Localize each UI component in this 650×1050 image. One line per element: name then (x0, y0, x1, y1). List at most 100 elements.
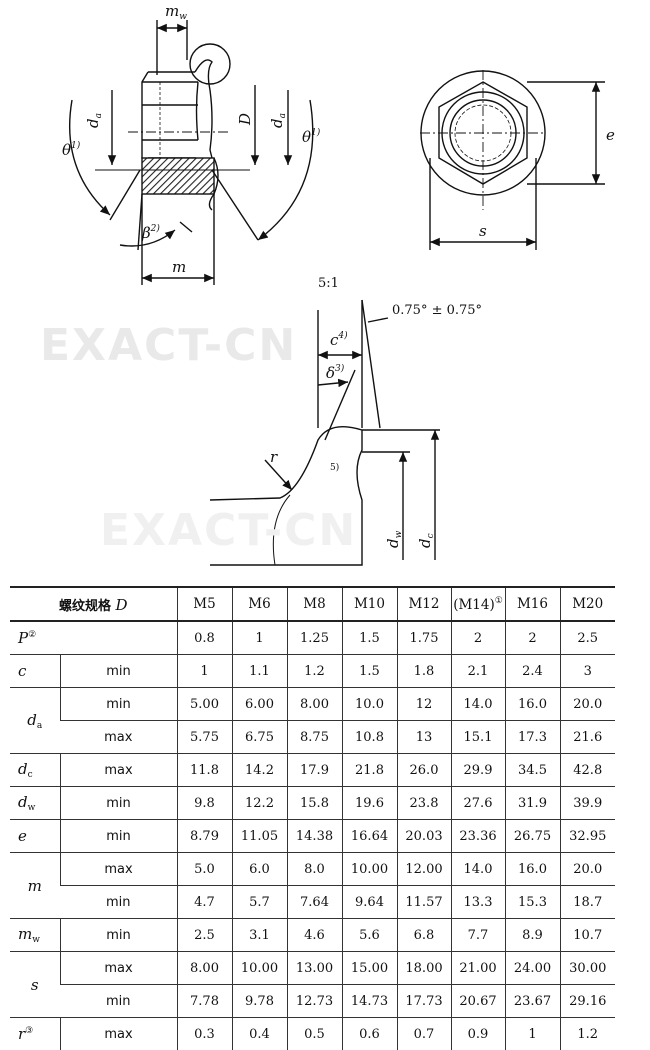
value-cell: 1.8 (397, 655, 451, 688)
svg-text:β2): β2) (141, 223, 160, 242)
value-cell: 8.9 (505, 919, 560, 952)
value-cell: 30.00 (560, 952, 615, 985)
value-cell: 1.5 (342, 621, 397, 655)
value-cell: 20.0 (560, 853, 615, 886)
value-cell: 9.8 (177, 787, 232, 820)
row-label: mw (10, 919, 60, 952)
value-cell: 8.00 (177, 952, 232, 985)
value-cell: 3.1 (232, 919, 287, 952)
svg-text:dw: dw (384, 530, 404, 548)
limit-label: min (60, 919, 177, 952)
row-label: m (10, 853, 60, 919)
limit-label: min (60, 985, 177, 1018)
watermark: EXACT-CN (100, 505, 357, 556)
svg-text:e: e (606, 126, 615, 144)
value-cell: 29.16 (560, 985, 615, 1018)
svg-text:θ1): θ1) (302, 127, 321, 146)
value-cell: 1.1 (232, 655, 287, 688)
value-cell: 16.0 (505, 688, 560, 721)
value-cell: 14.0 (451, 688, 505, 721)
value-cell: 8.0 (287, 853, 342, 886)
top-view (420, 70, 605, 250)
value-cell: 10.8 (342, 721, 397, 754)
value-cell: 1 (232, 621, 287, 655)
value-cell: 13.3 (451, 886, 505, 919)
value-cell: 12.00 (397, 853, 451, 886)
value-cell: 15.1 (451, 721, 505, 754)
limit-label: max (60, 754, 177, 787)
value-cell: 10.00 (232, 952, 287, 985)
svg-text:c4): c4) (330, 330, 348, 349)
value-cell: 20.67 (451, 985, 505, 1018)
limit-label: max (60, 853, 177, 886)
value-cell: 3 (560, 655, 615, 688)
value-cell: 11.57 (397, 886, 451, 919)
value-cell: 16.64 (342, 820, 397, 853)
svg-text:m: m (172, 258, 186, 276)
svg-text:da: da (268, 113, 288, 128)
svg-text:r: r (270, 448, 278, 466)
value-cell: 21.6 (560, 721, 615, 754)
value-cell: 0.8 (177, 621, 232, 655)
side-view (70, 20, 313, 285)
value-cell: 1 (505, 1018, 560, 1050)
value-cell: 26.75 (505, 820, 560, 853)
value-cell: 0.9 (451, 1018, 505, 1050)
value-cell: 14.73 (342, 985, 397, 1018)
value-cell: 0.5 (287, 1018, 342, 1050)
value-cell: 5.0 (177, 853, 232, 886)
value-cell: 5.00 (177, 688, 232, 721)
value-cell: 15.00 (342, 952, 397, 985)
value-cell: 8.00 (287, 688, 342, 721)
value-cell: 31.9 (505, 787, 560, 820)
svg-text:δ3): δ3) (326, 363, 345, 382)
value-cell: 0.4 (232, 1018, 287, 1050)
row-label: dw (10, 787, 60, 820)
value-cell: 17.73 (397, 985, 451, 1018)
value-cell: 42.8 (560, 754, 615, 787)
value-cell: 0.6 (342, 1018, 397, 1050)
spec-table: 螺纹规格 D M5 M6 M8 M10 M12 (M14)① M16 M20 P… (10, 586, 615, 1050)
row-label: s (10, 952, 60, 1018)
value-cell: 18.7 (560, 886, 615, 919)
header-size: M10 (342, 587, 397, 621)
value-cell: 15.8 (287, 787, 342, 820)
limit-label: max (60, 1018, 177, 1050)
value-cell: 9.64 (342, 886, 397, 919)
value-cell: 5.75 (177, 721, 232, 754)
value-cell: 29.9 (451, 754, 505, 787)
limit-label: min (60, 787, 177, 820)
value-cell: 21.8 (342, 754, 397, 787)
limit-label: max (60, 721, 177, 754)
value-cell: 32.95 (560, 820, 615, 853)
header-size: M6 (232, 587, 287, 621)
value-cell: 14.38 (287, 820, 342, 853)
limit-label: min (60, 820, 177, 853)
value-cell: 20.03 (397, 820, 451, 853)
svg-text:mw: mw (165, 2, 187, 22)
limit-label: max (60, 952, 177, 985)
limit-label: min (60, 655, 177, 688)
svg-text:0.75° ± 0.75°: 0.75° ± 0.75° (392, 303, 482, 318)
value-cell: 1.2 (560, 1018, 615, 1050)
value-cell: 26.0 (397, 754, 451, 787)
scale-label: 5:1 (318, 276, 339, 291)
value-cell: 5.7 (232, 886, 287, 919)
value-cell: 4.6 (287, 919, 342, 952)
row-label: e (10, 820, 60, 853)
value-cell: 1.5 (342, 655, 397, 688)
value-cell: 23.8 (397, 787, 451, 820)
value-cell: 0.7 (397, 1018, 451, 1050)
value-cell: 19.6 (342, 787, 397, 820)
value-cell: 17.9 (287, 754, 342, 787)
value-cell: 11.05 (232, 820, 287, 853)
value-cell: 20.0 (560, 688, 615, 721)
